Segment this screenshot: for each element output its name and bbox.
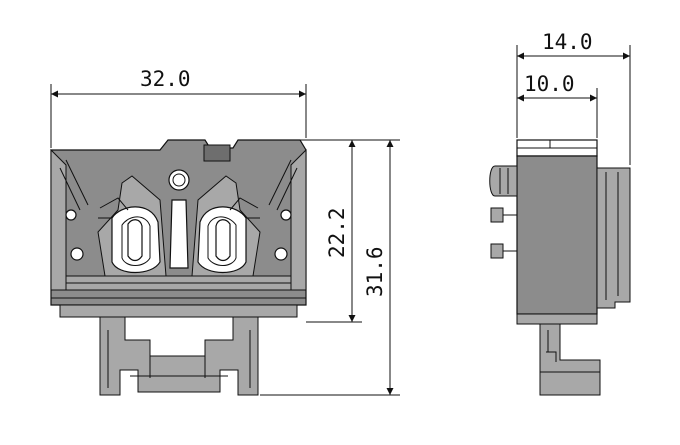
front-left-rib [59,159,89,211]
side-pin-stems [503,214,517,252]
dimension-labels: 32.0 14.0 10.0 22.2 31.6 [140,30,593,297]
front-left-flange [50,148,67,291]
front-center-post [169,199,189,269]
front-din-foot-detail [107,330,251,388]
dim-side-width-partial: 10.0 [524,72,575,96]
front-hole-left-upper [65,209,77,221]
front-hole-right-upper [280,209,292,221]
side-body [516,155,598,315]
front-right-flange [290,148,307,291]
side-right-panel-detail [605,172,619,300]
front-top-slot [203,144,231,162]
front-right-rib [268,159,298,211]
front-base-lines [51,282,306,299]
side-pin-upper [490,207,504,223]
side-din-clip [539,323,601,396]
side-wire-entry-detail [499,168,509,194]
front-left-clamp [97,175,167,277]
dim-front-width: 32.0 [140,67,191,91]
front-top-hole [168,169,190,191]
front-din-foot [99,316,259,396]
side-view [489,139,631,396]
side-wire-entry [489,165,518,197]
front-hole-right-lower [274,247,288,261]
front-top-hole-inner [172,173,186,187]
side-pin-lower [490,243,504,259]
side-base [516,313,598,325]
dim-side-width-total: 14.0 [542,30,593,54]
dim-front-height-inner: 22.2 [325,207,349,258]
front-right-clamp [191,175,261,277]
front-hole-left-lower [70,247,84,261]
side-din-clip-detail [540,330,600,373]
side-right-panel [596,167,631,309]
dimension-lines [50,45,631,396]
front-view [50,139,307,396]
dim-front-height-total: 31.6 [363,246,387,297]
front-bottom-plate [59,304,298,318]
side-top-cap-detail [517,140,597,149]
